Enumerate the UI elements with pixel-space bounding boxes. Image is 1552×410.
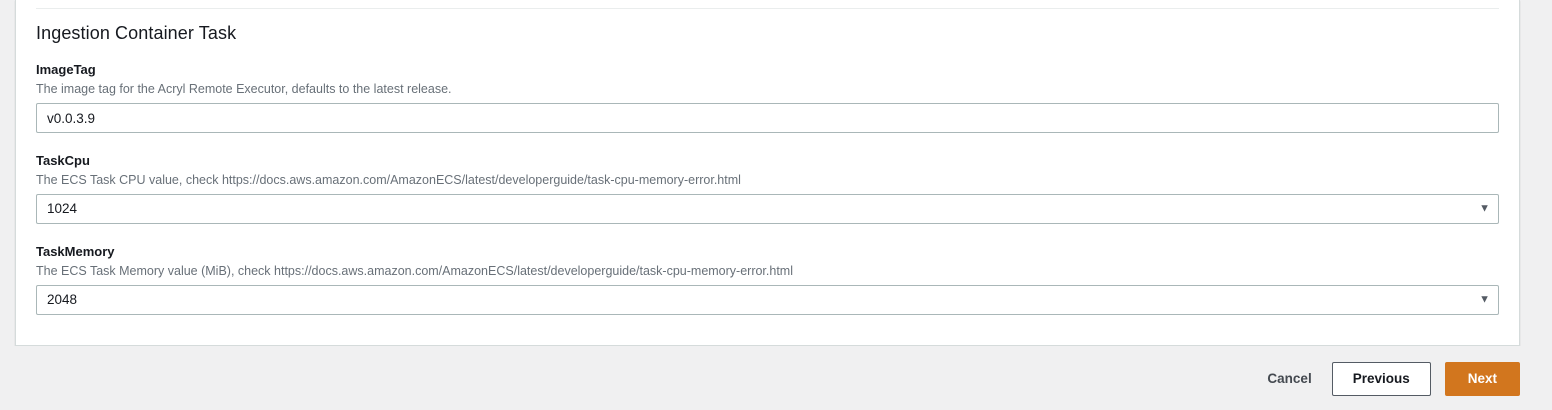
form-card-body: Ingestion Container Task ImageTag The im… [36,22,1499,315]
page-title: Ingestion Container Task [36,23,237,43]
form-card: Ingestion Container Task ImageTag The im… [15,0,1520,346]
footer-actions: Cancel Previous Next [1261,362,1520,396]
task-cpu-select-value[interactable]: 1024 [36,194,1499,224]
field-description-image-tag: The image tag for the Acryl Remote Execu… [36,82,452,96]
previous-button[interactable]: Previous [1331,362,1431,396]
field-label-task-cpu: TaskCpu [36,153,90,168]
field-task-memory: TaskMemory The ECS Task Memory value (Mi… [36,244,1499,315]
image-tag-input[interactable] [36,103,1499,133]
next-button[interactable]: Next [1444,362,1520,396]
field-description-task-cpu: The ECS Task CPU value, check https://do… [36,173,741,187]
field-label-image-tag: ImageTag [36,62,96,77]
cancel-button[interactable]: Cancel [1261,364,1317,394]
card-top-divider [36,8,1499,9]
field-task-cpu: TaskCpu The ECS Task CPU value, check ht… [36,153,1499,224]
field-description-task-memory: The ECS Task Memory value (MiB), check h… [36,264,793,278]
task-memory-select-value[interactable]: 2048 [36,285,1499,315]
field-label-task-memory: TaskMemory [36,244,115,259]
task-memory-select[interactable]: 2048 ▼ [36,285,1499,315]
wizard-footer: Cancel Previous Next [0,346,1552,410]
task-cpu-select[interactable]: 1024 ▼ [36,194,1499,224]
field-image-tag: ImageTag The image tag for the Acryl Rem… [36,62,1499,133]
